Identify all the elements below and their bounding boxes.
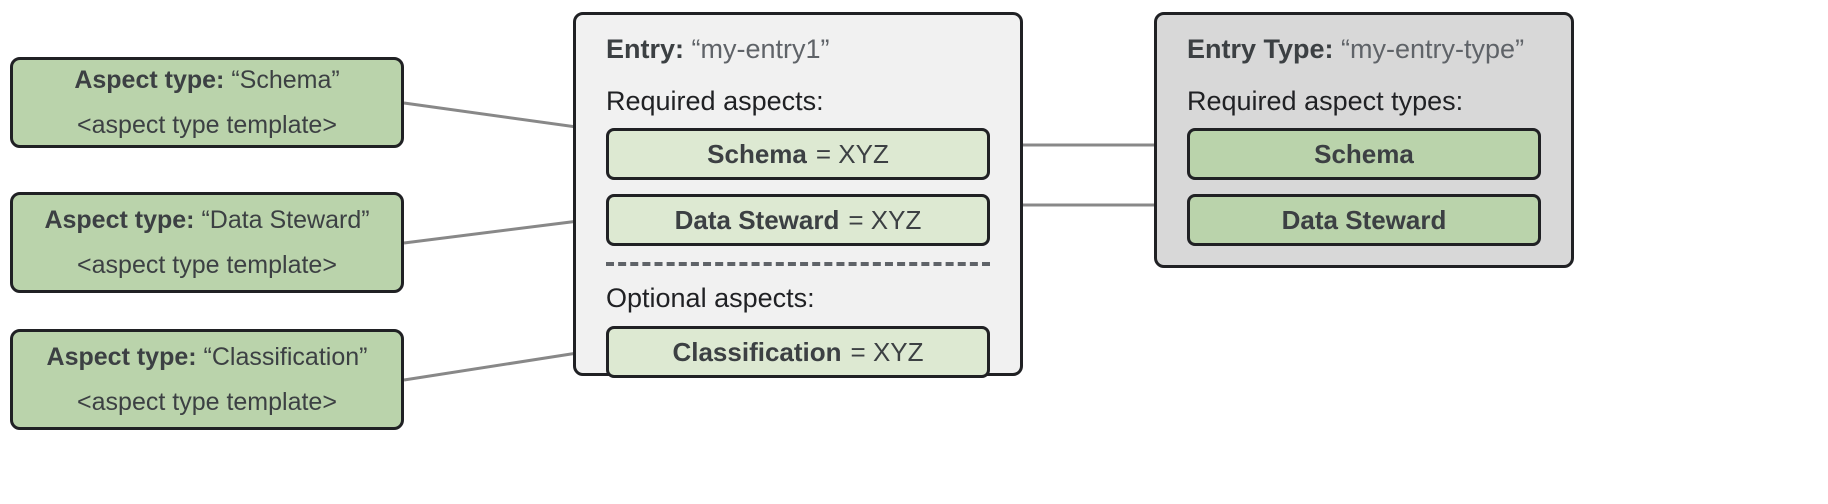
aspect-type-name: Data Steward (1281, 204, 1447, 235)
aspect-type-card-template: <aspect type template> (77, 387, 337, 416)
aspect-type-card-label: Aspect type: (46, 343, 197, 372)
entry-type-title-name: “my-entry-type” (1341, 34, 1525, 64)
aspect-type-card-label: Aspect type: (74, 66, 225, 95)
aspect-type-card-template: <aspect type template> (77, 250, 337, 279)
aspect-type-card-template: <aspect type template> (77, 110, 337, 139)
entry-optional-aspect-classification[interactable]: Classification = XYZ (606, 326, 990, 379)
aspect-type-card-schema[interactable]: Aspect type: “Schema” <aspect type templ… (10, 57, 404, 148)
entry-type-title-label: Entry Type: (1187, 34, 1334, 64)
required-optional-divider (606, 262, 990, 267)
aspect-type-card-classification[interactable]: Aspect type: “Classification” <aspect ty… (10, 329, 404, 430)
entry-optional-label: Optional aspects: (606, 283, 815, 314)
entry-title-name: “my-entry1” (691, 34, 830, 64)
aspect-type-card-label: Aspect type: (44, 206, 195, 235)
entry-required-aspect-data-steward[interactable]: Data Steward = XYZ (606, 194, 990, 247)
entry-container[interactable]: Entry: “my-entry1” Required aspects: Sch… (573, 12, 1023, 379)
entry-title-label: Entry: (606, 34, 685, 64)
aspect-type-card-data-steward[interactable]: Aspect type: “Data Steward” <aspect type… (10, 192, 404, 293)
aspect-type-card-heading: Aspect type: “Schema” (74, 67, 339, 93)
aspect-name: Data Steward (674, 204, 840, 235)
aspect-type-card-name: “Schema” (231, 66, 340, 95)
aspect-value: = XYZ (815, 138, 889, 169)
aspect-name: Schema (707, 138, 807, 169)
aspect-type-card-name: “Data Steward” (201, 206, 370, 235)
entry-type-container[interactable]: Entry Type: “my-entry-type” Required asp… (1154, 12, 1574, 268)
entry-title: Entry: “my-entry1” (606, 34, 990, 65)
aspect-type-card-heading: Aspect type: “Data Steward” (44, 207, 369, 233)
aspect-type-card-name: “Classification” (203, 343, 368, 372)
entry-type-title: Entry Type: “my-entry-type” (1187, 34, 1541, 65)
aspect-value: = XYZ (848, 204, 922, 235)
entry-type-required-data-steward[interactable]: Data Steward (1187, 194, 1541, 247)
aspect-name: Classification (672, 336, 842, 367)
aspect-type-card-heading: Aspect type: “Classification” (47, 344, 368, 370)
entry-type-required-label: Required aspect types: (1187, 85, 1464, 116)
aspect-value: = XYZ (850, 336, 924, 367)
aspect-type-name: Schema (1314, 138, 1414, 169)
entry-type-required-schema[interactable]: Schema (1187, 128, 1541, 181)
entry-required-aspect-schema[interactable]: Schema = XYZ (606, 128, 990, 181)
entry-required-label: Required aspects: (606, 85, 824, 116)
